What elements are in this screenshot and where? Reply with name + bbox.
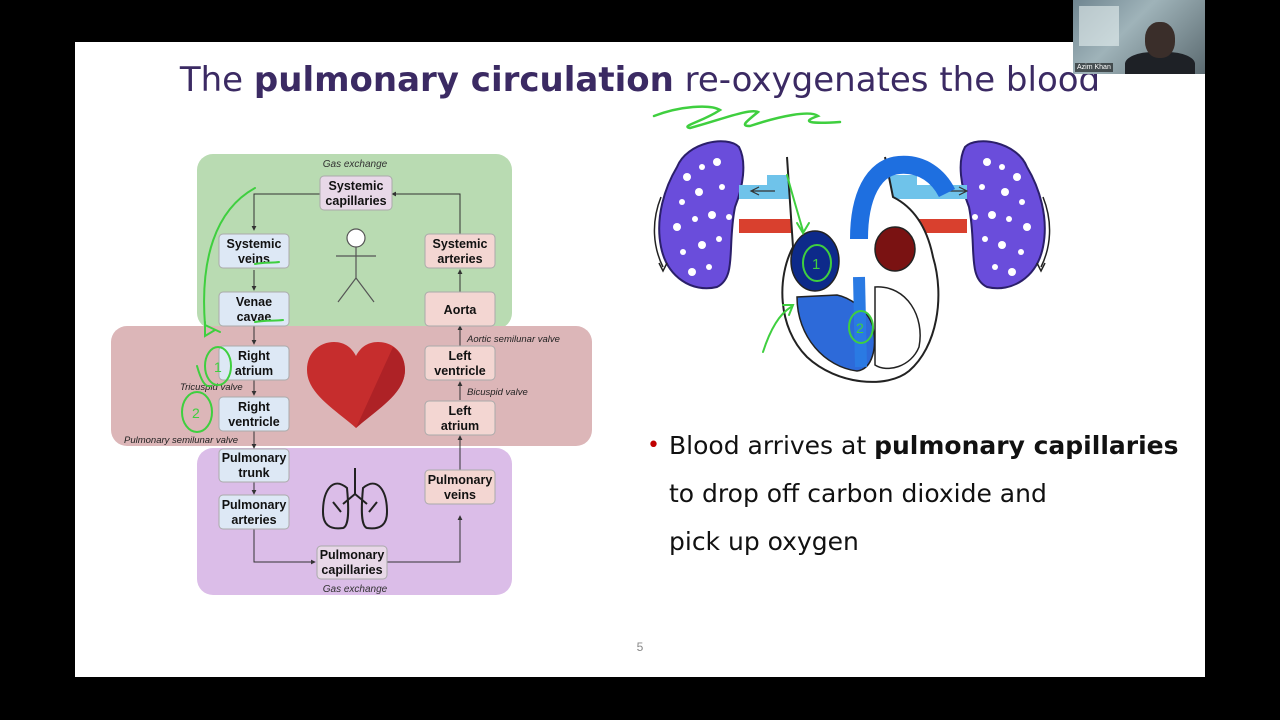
annotation-2: 2 [192,405,200,421]
webcam-person-body [1125,52,1195,74]
circulation-diagram: Gas exchange Gas exchange Systemic capil… [111,154,592,595]
zone-bottom-label: Gas exchange [323,584,388,595]
svg-text:arteries: arteries [231,513,276,527]
webcam-window-bg [1079,6,1119,46]
svg-text:Pulmonary: Pulmonary [222,451,287,465]
svg-text:Aorta: Aorta [444,303,478,317]
bullet-line-1: Blood arrives at pulmonary capillaries [669,431,1179,460]
heart-icon [307,342,405,428]
bullet-list: • Blood arrives at pulmonary capillaries… [647,422,1189,566]
node-right-ventricle [218,396,290,432]
node-systemic-capillaries [319,175,393,211]
svg-text:trunk: trunk [238,466,269,480]
valve-aortic-label: Aortic semilunar valve [466,334,560,345]
svg-text:atrium: atrium [235,364,273,378]
bullet-dot-icon: • [647,433,660,458]
zone-top-label: Gas exchange [323,159,388,170]
node-systemic-veins [218,233,290,269]
svg-text:Systemic: Systemic [433,237,488,251]
node-venae-cavae [218,291,290,327]
svg-text:Right: Right [238,400,271,414]
title-scribble [652,105,842,130]
node-pulmonary-arteries [218,494,290,530]
bullet-line-3: pick up oxygen [669,527,859,556]
svg-text:capillaries: capillaries [321,563,382,577]
node-left-atrium [424,400,496,436]
svg-text:Systemic: Systemic [227,237,282,251]
svg-text:atrium: atrium [441,419,479,433]
svg-text:Pulmonary: Pulmonary [222,498,287,512]
slide-title: The pulmonary circulation re-oxygenates … [179,60,1101,100]
svg-text:arteries: arteries [437,252,482,266]
svg-text:Left: Left [449,404,473,418]
svg-text:Venae: Venae [236,295,272,309]
left-lung [658,140,745,290]
ink-annotations [181,187,284,433]
page-number: 5 [636,640,644,654]
bullet-item: • Blood arrives at pulmonary capillaries… [647,422,1189,566]
svg-text:ventricle: ventricle [434,364,485,378]
svg-text:Left: Left [449,349,473,363]
person-icon [336,228,376,303]
svg-text:Right: Right [238,349,271,363]
slide: The pulmonary circulation re-oxygenates … [75,42,1205,677]
webcam-person-head [1145,22,1175,58]
node-left-ventricle [424,345,496,381]
valve-pulmonary-label: Pulmonary semilunar valve [124,435,238,446]
node-pulmonary-veins [424,469,496,505]
lungs-icon [321,468,389,530]
svg-text:veins: veins [444,488,476,502]
svg-text:Pulmonary: Pulmonary [428,473,493,487]
node-aorta [424,291,496,327]
svg-text:capillaries: capillaries [325,194,386,208]
heart-annotation-2: 2 [856,320,864,336]
node-pulmonary-capillaries [316,545,388,580]
svg-text:ventricle: ventricle [228,415,279,429]
heart-annotation-1: 1 [812,256,820,273]
valve-bicuspid-label: Bicuspid valve [467,387,528,398]
bullet-line-2: to drop off carbon dioxide and [669,479,1047,508]
webcam-name-label: Azim Khan [1075,63,1113,72]
svg-text:Systemic: Systemic [329,179,384,193]
node-right-atrium [218,345,290,381]
heart-illustration: 1 2 [653,140,1051,383]
node-systemic-arteries [424,233,496,269]
node-pulmonary-trunk [218,448,290,483]
webcam-thumbnail[interactable]: Azim Khan [1073,0,1205,74]
annotation-1: 1 [214,359,222,375]
right-lung [959,140,1046,290]
svg-text:Pulmonary: Pulmonary [320,548,385,562]
valve-tricuspid-label: Tricuspid valve [180,382,243,393]
